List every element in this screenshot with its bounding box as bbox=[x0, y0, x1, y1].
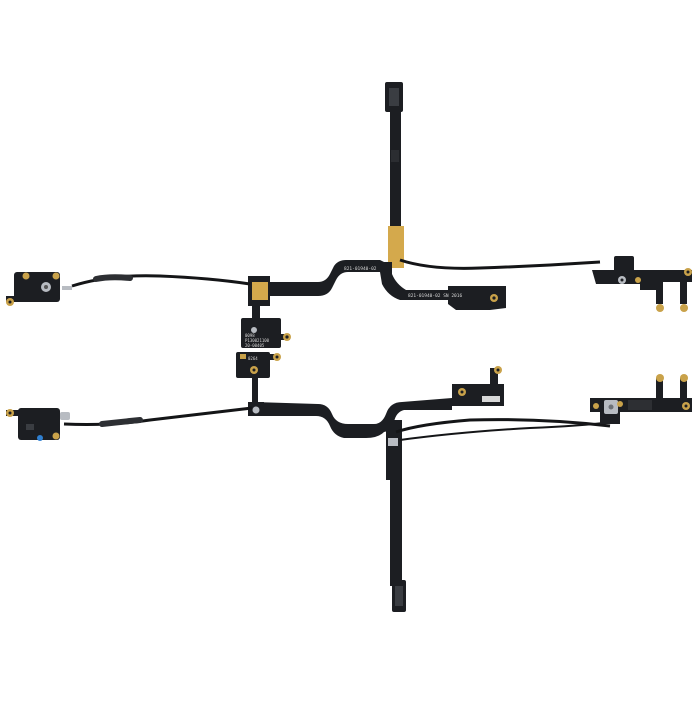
lower-center-antenna-pad: 0264 bbox=[236, 352, 281, 406]
lower-flex-strip bbox=[252, 398, 452, 438]
svg-text:0098: 0098 bbox=[245, 333, 255, 338]
upper-flex-assembly: 821-01940-02 SN 2016 821-01940-02 0098 P… bbox=[6, 82, 692, 348]
lower-left-antenna-module bbox=[6, 408, 70, 441]
upper-connector-tail bbox=[385, 82, 404, 268]
upper-right-tab bbox=[448, 286, 506, 310]
upper-left-antenna-module bbox=[6, 272, 72, 306]
svg-text:0264: 0264 bbox=[248, 356, 258, 361]
lower-right-antenna-module bbox=[590, 374, 692, 424]
upper-center-antenna-pad: 0098 P130021100 20-00405 bbox=[241, 318, 291, 348]
gold-stiffener bbox=[388, 226, 404, 268]
lower-right-tab bbox=[452, 366, 504, 406]
lower-left-coax bbox=[63, 406, 253, 426]
lower-connector-tail bbox=[386, 420, 406, 612]
upper-trunk-label: 821-01940-02 bbox=[344, 266, 377, 272]
upper-right-tab-label: 821-01940-02 SN 2016 bbox=[408, 293, 462, 299]
upper-right-coax bbox=[399, 258, 601, 270]
upper-right-antenna-module bbox=[592, 256, 692, 312]
lower-right-coax bbox=[395, 418, 611, 434]
svg-text:20-00405: 20-00405 bbox=[245, 343, 265, 348]
upper-flex-strip bbox=[250, 260, 455, 304]
svg-text:P130021100: P130021100 bbox=[245, 338, 270, 343]
lower-flex-assembly: 0264 bbox=[6, 352, 692, 612]
